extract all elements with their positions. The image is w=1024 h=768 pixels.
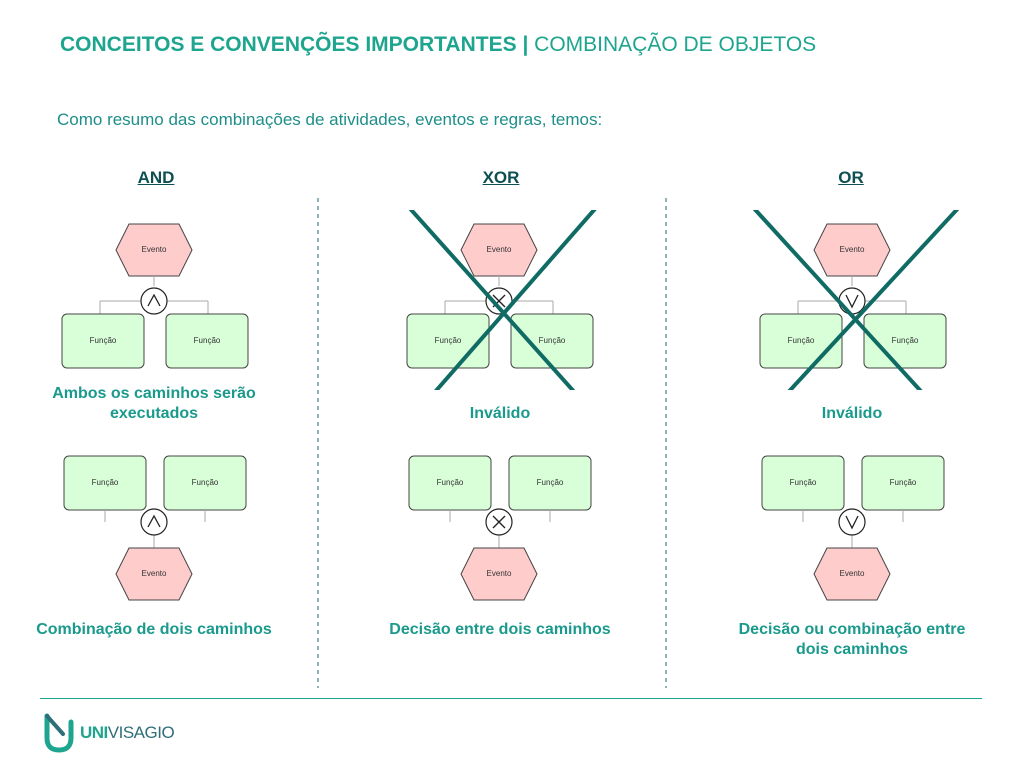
- or-join-event: [813, 547, 891, 601]
- invalid-cross-icon: [408, 210, 597, 390]
- xor-join-function-2-label: Função: [537, 478, 564, 487]
- or-split-caption: Inválido: [821, 405, 883, 422]
- and-split-function-1: [61, 313, 145, 369]
- or-icon: [838, 508, 866, 536]
- xor-icon: [485, 508, 513, 536]
- or-split-function-1-label: Função: [788, 336, 815, 345]
- or-join-diagram: Função Função Evento: [761, 455, 945, 601]
- and-join-event-label: Evento: [142, 569, 167, 578]
- page-title-main: CONCEITOS E CONVENÇÕES IMPORTANTES |: [60, 33, 529, 56]
- xor-join-event: [460, 547, 538, 601]
- invalid-cross-icon: [752, 210, 960, 390]
- or-split-function-2: [863, 313, 947, 369]
- and-icon: [140, 508, 168, 536]
- xor-join-diagram: Função Função Evento: [408, 455, 592, 601]
- or-join-function-2-label: Função: [890, 478, 917, 487]
- univisagio-logo-icon: [44, 713, 74, 753]
- and-join-function-1-label: Função: [92, 478, 119, 487]
- xor-join-caption: Decisão entre dois caminhos: [389, 621, 611, 638]
- column-title-or: OR: [838, 168, 864, 187]
- and-icon: [140, 287, 168, 315]
- page-title-sub: COMBINAÇÃO DE OBJETOS: [528, 33, 817, 56]
- xor-split-caption: Inválido: [469, 405, 531, 422]
- xor-split-diagram: Evento Função Função: [406, 210, 597, 390]
- and-join-caption: Combinação de dois caminhos: [36, 621, 272, 638]
- or-icon: [838, 287, 866, 315]
- or-join-event-label: Evento: [840, 569, 865, 578]
- or-split-function-2-label: Função: [892, 336, 919, 345]
- and-split-event: [115, 223, 193, 277]
- or-split-event: [813, 223, 891, 277]
- logo-text-rest: VISAGIO: [107, 723, 175, 742]
- column-title-and: AND: [137, 168, 175, 187]
- and-join-function-2-label: Função: [192, 478, 219, 487]
- column-title-xor: XOR: [482, 168, 520, 187]
- and-split-function-2-label: Função: [194, 336, 221, 345]
- xor-split-event: [460, 223, 538, 277]
- page-title: CONCEITOS E CONVENÇÕES IMPORTANTES | COM…: [60, 33, 816, 57]
- and-join-diagram: Função Função Evento: [63, 455, 247, 601]
- or-split-event-label: Evento: [840, 245, 865, 254]
- and-split-function-2: [165, 313, 249, 369]
- and-join-event: [115, 547, 193, 601]
- or-join-caption: Decisão ou combinação entre dois caminho…: [738, 621, 966, 658]
- xor-split-function-1-label: Função: [435, 336, 462, 345]
- and-split-caption: Ambos os caminhos serão executados: [52, 385, 256, 422]
- footer-divider: [40, 698, 982, 699]
- and-split-diagram: Evento Função Função: [61, 223, 249, 369]
- or-join-function-1-label: Função: [790, 478, 817, 487]
- and-split-function-1-label: Função: [90, 336, 117, 345]
- xor-split-function-2-label: Função: [539, 336, 566, 345]
- logo-text-bold: UNI: [80, 723, 108, 742]
- xor-split-event-label: Evento: [487, 245, 512, 254]
- xor-join-function-1-label: Função: [437, 478, 464, 487]
- univisagio-logo-text: UNIVISAGIO: [80, 723, 175, 743]
- or-split-diagram: Evento Função Função: [752, 210, 960, 390]
- intro-text: Como resumo das combinações de atividade…: [57, 110, 603, 129]
- xor-join-event-label: Evento: [487, 569, 512, 578]
- and-split-event-label: Evento: [142, 245, 167, 254]
